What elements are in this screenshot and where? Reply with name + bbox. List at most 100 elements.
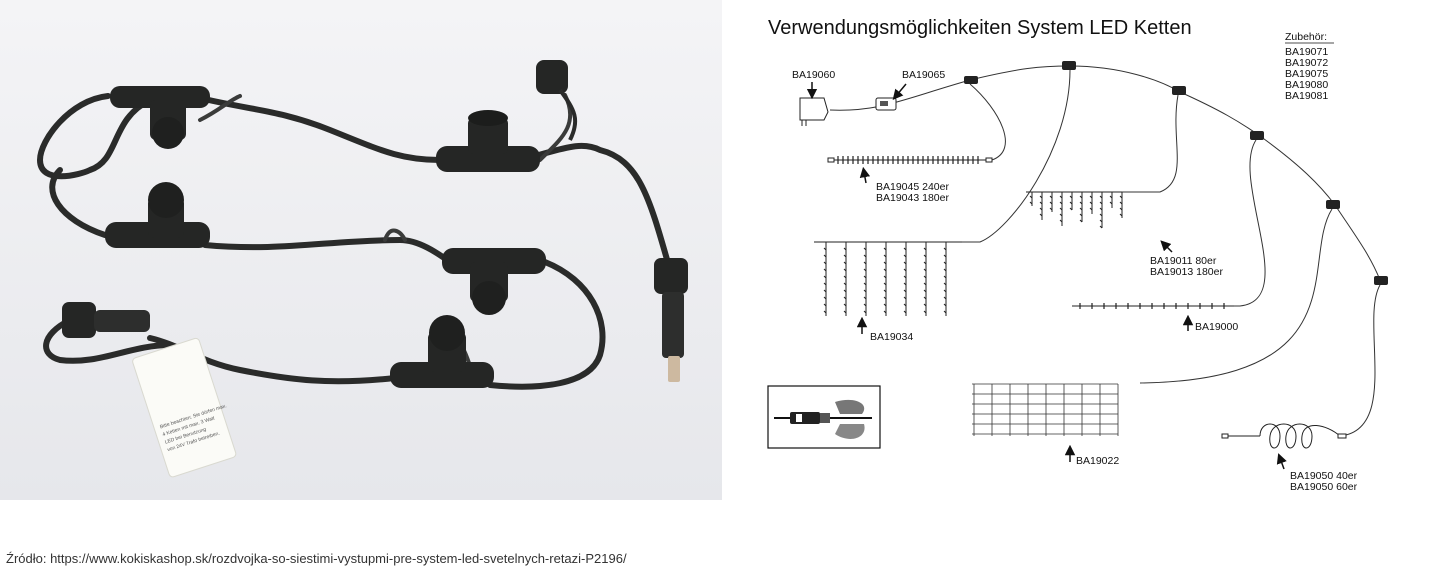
- led-mark: [903, 303, 907, 307]
- arrow-coil: [1276, 453, 1287, 470]
- led-mark: [903, 268, 907, 272]
- led-mark: [1079, 213, 1083, 217]
- led-mark: [863, 296, 867, 300]
- led-mark: [863, 275, 867, 279]
- accessory-item: BA19072: [1285, 57, 1328, 69]
- led-mark: [903, 261, 907, 265]
- product-photo: Bitte beachten: Sie dürfen max. 4 Ketten…: [0, 0, 722, 500]
- led-mark: [923, 275, 927, 279]
- label-string-2: BA19043 180er: [876, 192, 949, 204]
- connector-inset: [767, 385, 881, 449]
- led-mark: [1089, 195, 1093, 199]
- accessories-heading: Zubehör:: [1285, 31, 1327, 43]
- t-connector: [110, 86, 210, 149]
- led-mark: [923, 296, 927, 300]
- led-mark: [903, 310, 907, 314]
- label-line: BA19000: [1195, 321, 1238, 333]
- led-mark: [923, 289, 927, 293]
- led-mark: [1059, 201, 1063, 205]
- label-coil-2: BA19050 60er: [1290, 481, 1358, 493]
- controller: [875, 97, 897, 111]
- led-mark: [1059, 195, 1063, 199]
- led-mark: [883, 282, 887, 286]
- led-mark: [1099, 219, 1103, 223]
- led-mark: [943, 254, 947, 258]
- led-mark: [1089, 207, 1093, 211]
- branch-cable: [960, 69, 1071, 243]
- led-mark: [1099, 195, 1103, 199]
- led-mark: [883, 254, 887, 258]
- led-mark: [883, 261, 887, 265]
- led-mark: [903, 254, 907, 258]
- line-light: [1072, 303, 1234, 309]
- led-mark: [823, 282, 827, 286]
- led-mark: [843, 296, 847, 300]
- led-mark: [923, 261, 927, 265]
- label-curtain: BA19034: [870, 331, 913, 343]
- led-mark: [1079, 195, 1083, 199]
- label-icicle-1: BA19011 80er: [1150, 255, 1217, 267]
- end-cap: [536, 60, 578, 141]
- label-string-1: BA19045 240er: [876, 181, 949, 193]
- led-mark: [823, 261, 827, 265]
- branch-cable: [1339, 284, 1381, 437]
- led-mark: [1119, 213, 1123, 217]
- led-mark: [823, 268, 827, 272]
- led-mark: [1089, 201, 1093, 205]
- led-mark: [823, 303, 827, 307]
- led-mark: [843, 303, 847, 307]
- led-mark: [883, 275, 887, 279]
- led-mark: [1039, 207, 1043, 211]
- t-connector: [390, 315, 494, 388]
- led-mark: [843, 261, 847, 265]
- led-mark: [863, 289, 867, 293]
- led-mark: [943, 275, 947, 279]
- led-mark: [1079, 207, 1083, 211]
- accessory-item: BA19081: [1285, 90, 1328, 102]
- led-mark: [1119, 207, 1123, 211]
- led-mark: [823, 247, 827, 251]
- led-mark: [1099, 225, 1103, 229]
- led-mark: [1099, 213, 1103, 217]
- t-connector: [442, 248, 546, 315]
- led-mark: [843, 289, 847, 293]
- source-caption: Źródło: https://www.kokiskashop.sk/rozdv…: [6, 551, 627, 566]
- led-mark: [1049, 195, 1053, 199]
- label-icicle-2: BA19013 180er: [1150, 266, 1223, 278]
- led-mark: [863, 254, 867, 258]
- branch-cable: [1230, 139, 1266, 307]
- led-mark: [883, 310, 887, 314]
- accessory-item: BA19075: [1285, 68, 1328, 80]
- led-mark: [1119, 201, 1123, 205]
- led-mark: [1059, 207, 1063, 211]
- led-mark: [1079, 201, 1083, 205]
- branch-cable: [969, 83, 1006, 161]
- coil-light: [1221, 423, 1347, 449]
- led-mark: [823, 254, 827, 258]
- led-mark: [1049, 207, 1053, 211]
- led-mark: [843, 282, 847, 286]
- icicle-light: [1026, 191, 1123, 229]
- led-mark: [943, 289, 947, 293]
- arrow-controller: [892, 83, 907, 101]
- led-mark: [903, 282, 907, 286]
- led-mark: [923, 282, 927, 286]
- led-mark: [863, 268, 867, 272]
- led-mark: [863, 310, 867, 314]
- led-mark: [1069, 207, 1073, 211]
- label-transformer: BA19060: [792, 69, 835, 81]
- led-mark: [863, 261, 867, 265]
- system-diagram: Verwendungsmöglichkeiten System LED Kett…: [767, 17, 1388, 493]
- led-mark: [843, 310, 847, 314]
- led-mark: [1119, 195, 1123, 199]
- led-mark: [1059, 219, 1063, 223]
- accessory-item: BA19071: [1285, 46, 1328, 58]
- led-mark: [903, 247, 907, 251]
- led-mark: [1029, 201, 1033, 205]
- led-mark: [903, 296, 907, 300]
- led-mark: [843, 275, 847, 279]
- cable-main: [36, 93, 673, 390]
- net-light: [972, 383, 1119, 436]
- led-mark: [1109, 201, 1113, 205]
- led-mark: [1099, 207, 1103, 211]
